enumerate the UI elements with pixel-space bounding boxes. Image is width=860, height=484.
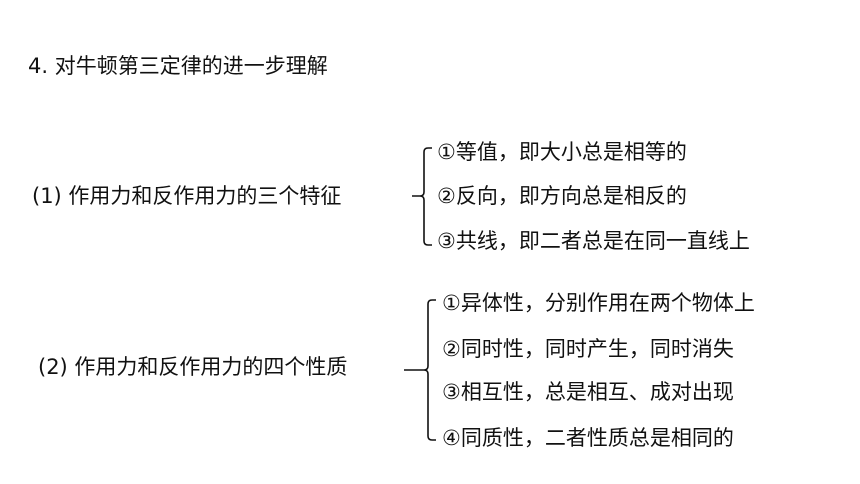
group-1-item-3: ③共线，即二者总是在同一直线上	[437, 229, 750, 253]
group-1-item-2: ②反向，即方向总是相反的	[437, 184, 687, 208]
group-1-item-1: ①等值，即大小总是相等的	[437, 140, 687, 164]
group-2-item-1: ①异体性，分别作用在两个物体上	[442, 291, 755, 315]
group-1-bracket	[412, 147, 432, 246]
page-title: 4. 对牛顿第三定律的进一步理解	[28, 54, 328, 78]
group-2-label: (2) 作用力和反作用力的四个性质	[38, 355, 348, 379]
group-2-bracket	[404, 299, 436, 441]
group-2-item-3: ③相互性，总是相互、成对出现	[442, 380, 734, 404]
group-2-item-2: ②同时性，同时产生，同时消失	[442, 337, 734, 361]
group-2-item-4: ④同质性，二者性质总是相同的	[442, 426, 734, 450]
group-1-label: (1) 作用力和反作用力的三个特征	[32, 184, 342, 208]
